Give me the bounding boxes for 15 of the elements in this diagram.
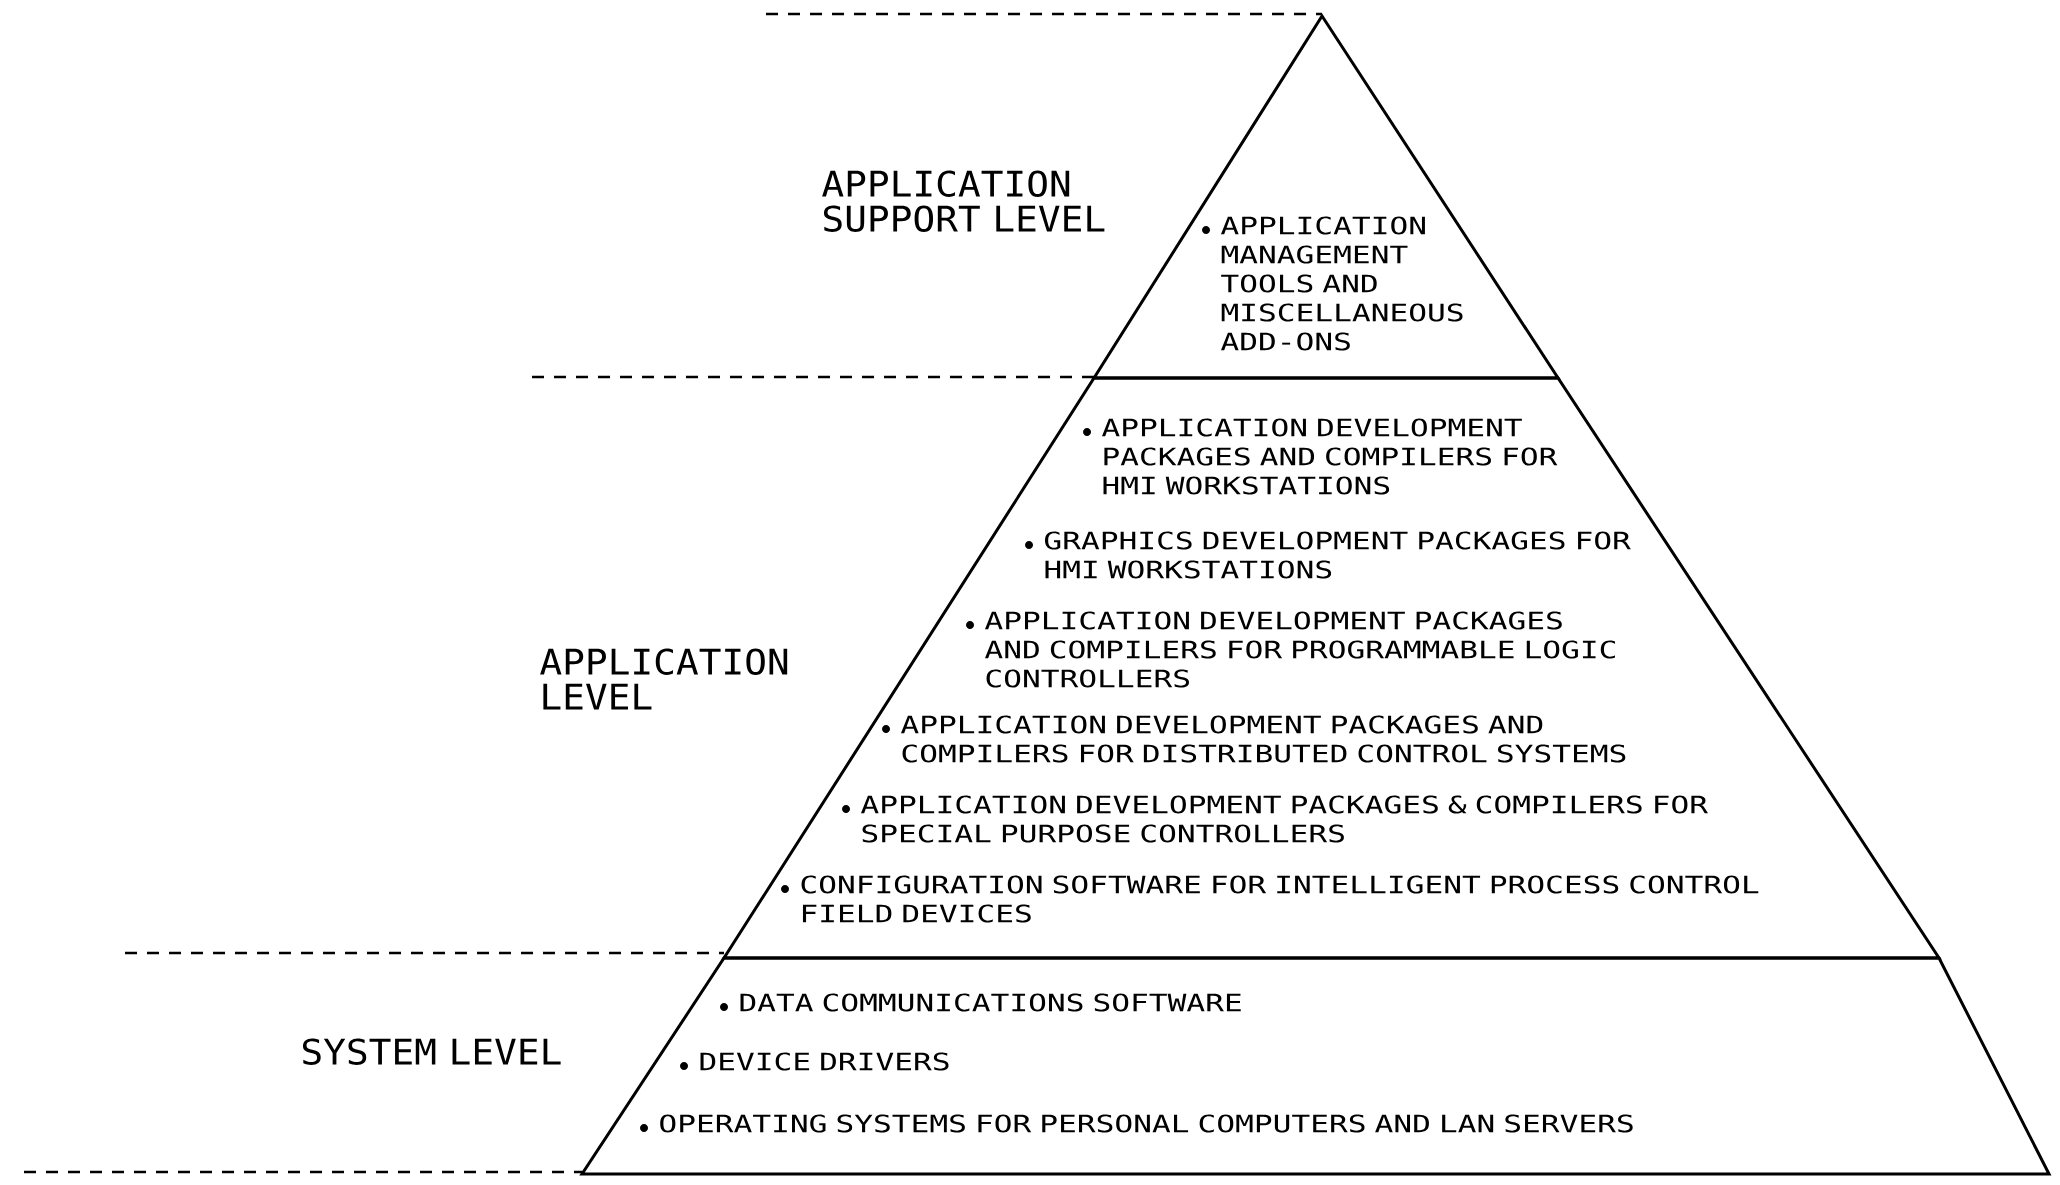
item-text: APPLICATION DEVELOPMENT PACKAGES AND COMPILERS FOR DISTRIBUTED CONTROL SYSTEMS [901,715,1626,763]
item-text: APPLICATION MANAGEMENT TOOLS AND MISCELLANEOUS ADD-ONS [1221,216,1463,351]
level-label: SYSTEM LEVEL [303,1038,561,1065]
item-text: APPLICATION DEVELOPMENT PACKAGES AND COMPILERS FOR HMI WORKSTATIONS [1102,418,1558,495]
item-text: APPLICATION DEVELOPMENT PACKAGES AND COMPILERS FOR PROGRAMMABLE LOGIC CONTROLLERS [985,611,1615,688]
item-text: DATA COMMUNICATIONS SOFTWARE [740,993,1241,1012]
pyramid-band [540,376,1942,960]
pyramid-band [303,956,2052,1176]
item-text: APPLICATION DEVELOPMENT PACKAGES & COMPILERS FOR SPECIAL PURPOSE CONTROLLERS [861,795,1709,843]
level-label: APPLICATION LEVEL [540,648,788,710]
item-text: GRAPHICS DEVELOPMENT PACKAGES FOR HMI WORKSTATIONS [1045,531,1631,579]
item-text: DEVICE DRIVERS [700,1052,949,1071]
level-label: APPLICATION SUPPORT LEVEL [822,170,1105,232]
item-text: OPERATING SYSTEMS FOR PERSONAL COMPUTERS AND LAN SERVERS [660,1114,1633,1133]
item-text: CONFIGURATION SOFTWARE FOR INTELLIGENT PROCESS CONTROL FIELD DEVICES [801,875,1759,923]
